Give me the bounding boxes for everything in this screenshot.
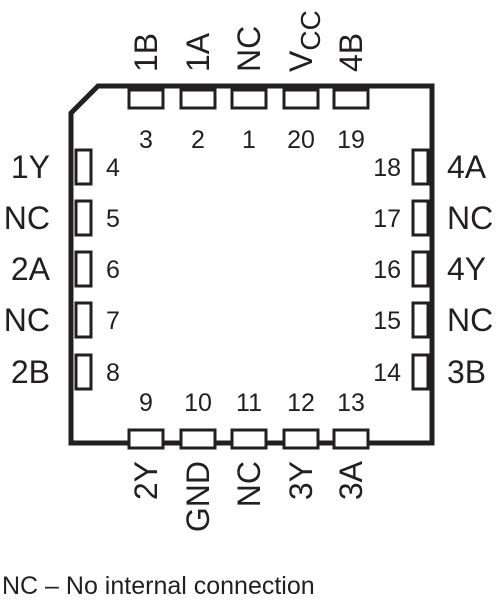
pin-7-name: NC [4, 302, 50, 338]
pin-19-number: 19 [337, 126, 365, 154]
pin-19-name: 4B [333, 33, 369, 72]
pin-7-number: 7 [106, 307, 120, 335]
pin-12-number: 12 [287, 389, 315, 417]
pin-15-pad [411, 301, 430, 339]
pin-2: 2 1A [179, 32, 217, 154]
pin-12-name: 3Y [283, 461, 319, 500]
pin-11-pad [230, 428, 268, 450]
pin-2-pad [179, 88, 217, 110]
pin-4-pad [74, 148, 93, 186]
pin-14-pad [411, 353, 430, 391]
pin-16-name: 4Y [447, 251, 486, 287]
pin-3-number: 3 [139, 126, 153, 154]
pin-19: 19 4B [332, 33, 370, 154]
pin-5-name: NC [4, 200, 50, 236]
pin-6-number: 6 [106, 256, 120, 284]
pin-3-name: 1B [128, 33, 164, 72]
pin-14: 14 3B [373, 353, 486, 391]
pin-10-number: 10 [184, 389, 212, 417]
pin-2-number: 2 [191, 126, 205, 154]
pin-15-name: NC [447, 302, 493, 338]
pin-1: 1 NC [230, 26, 268, 154]
pin-1-name: NC [231, 26, 267, 72]
pin-3-pad [127, 88, 165, 110]
pin-16: 16 4Y [373, 250, 486, 288]
pin-18-name: 4A [447, 149, 487, 185]
pin-9-pad [127, 428, 165, 450]
pin-11-number: 11 [236, 389, 262, 417]
pin-13-name: 3A [333, 460, 369, 500]
pin-12-pad [282, 428, 320, 450]
pin-16-pad [411, 250, 430, 288]
pin-12: 12 3Y [282, 389, 320, 500]
pin-6-pad [74, 250, 93, 288]
pin-10-name: GND [180, 461, 216, 532]
pin-17-name: NC [447, 200, 493, 236]
pin-13-pad [332, 428, 370, 450]
pin-20-number: 20 [287, 126, 315, 154]
pin-20-pad [282, 88, 320, 110]
pin-4: 1Y 4 [11, 148, 120, 186]
pin-19-pad [332, 88, 370, 110]
pin-4-name: 1Y [11, 149, 50, 185]
pin-17: 17 NC [373, 199, 493, 237]
pin-1-pad [230, 88, 268, 110]
footnote: NC – No internal connection [2, 572, 315, 600]
pin-8-name: 2B [11, 354, 50, 390]
pin-5-number: 5 [106, 205, 120, 233]
pin-7: NC 7 [4, 301, 120, 339]
pin-3: 3 1B [127, 33, 165, 154]
pin-7-pad [74, 301, 93, 339]
pin-5: NC 5 [4, 199, 120, 237]
pin-5-pad [74, 199, 93, 237]
pin-11-name: NC [231, 461, 267, 507]
pin-18-number: 18 [373, 154, 401, 182]
pin-6-name: 2A [11, 251, 51, 287]
pin-8-number: 8 [106, 359, 120, 387]
pin-17-pad [411, 199, 430, 237]
pin-13: 13 3A [332, 389, 370, 500]
pin-15: 15 NC [373, 301, 493, 339]
pin-20-name: VCC [283, 10, 326, 72]
pin-8: 2B 8 [11, 353, 120, 391]
pin-15-number: 15 [373, 307, 401, 335]
pin-8-pad [74, 353, 93, 391]
pin-13-number: 13 [337, 389, 365, 417]
pin-6: 2A 6 [11, 250, 120, 288]
pin-9-number: 9 [139, 389, 153, 417]
pin-10-pad [179, 428, 217, 450]
pin-9: 9 2Y [127, 389, 165, 500]
pin-9-name: 2Y [128, 461, 164, 500]
pin-18: 18 4A [373, 148, 487, 186]
pin-17-number: 17 [373, 205, 401, 233]
pin-14-name: 3B [447, 354, 486, 390]
pin-4-number: 4 [106, 154, 120, 182]
pin-2-name: 1A [180, 32, 216, 72]
pin-1-number: 1 [242, 126, 256, 154]
pin-16-number: 16 [373, 256, 401, 284]
pin-14-number: 14 [373, 359, 401, 387]
pin-18-pad [411, 148, 430, 186]
